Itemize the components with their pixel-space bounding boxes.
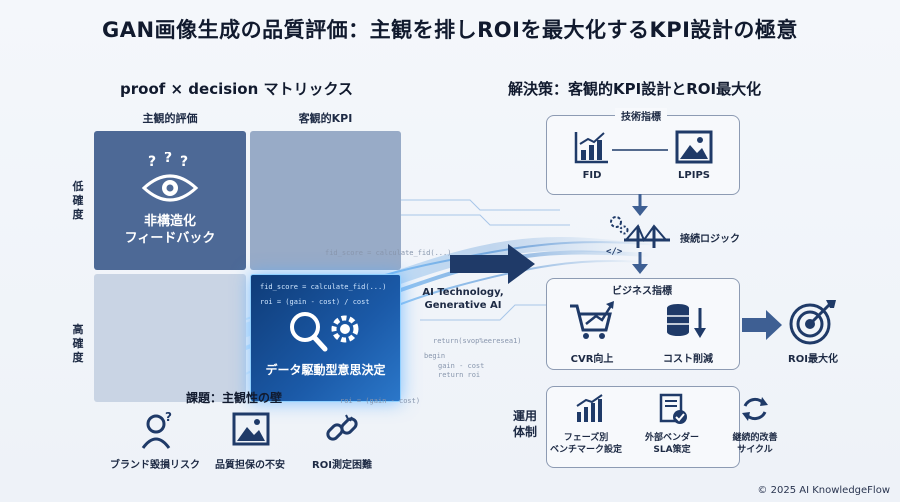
mid-code-1: return(svop%eeresea1) [433, 337, 522, 345]
picture-icon [675, 130, 713, 164]
svg-text:?: ? [164, 152, 172, 166]
ops-benchmark-label: フェーズ別ベンチマーク設定 [549, 433, 622, 455]
broken-link-icon [326, 414, 358, 441]
growth-chart-icon [576, 394, 603, 422]
mid-code-4: return roi [438, 371, 481, 379]
coins-down-icon [667, 304, 706, 338]
down-arrows [632, 194, 648, 274]
solution-heading: 解決策：客観的KPI設計とROI最大化 [508, 80, 762, 98]
svg-text:?: ? [148, 154, 156, 170]
cell4-text: データ駆動型意思決定 [265, 363, 386, 377]
roi-arrow [742, 310, 782, 340]
risk-brand-label: ブランド毀損リスク [110, 460, 200, 471]
ai-technology-label: AI Technology,Generative AI [422, 287, 504, 311]
tech-metrics-box [546, 115, 740, 195]
cart-growth-icon [570, 301, 614, 339]
svg-text:</>: </> [606, 247, 623, 257]
cell4-code-roi: roi = (gain - cost) / cost [260, 298, 370, 306]
matrix-heading: proof × decision マトリックス [120, 80, 354, 98]
ops-box [546, 386, 740, 468]
mid-code-top: fid_score = calculate_fid(...) [325, 249, 452, 257]
person-question-icon: ? [141, 410, 172, 449]
bridge-icon: </> [606, 216, 670, 257]
mid-code-3: gain - cost [438, 362, 485, 370]
bar-chart-icon [574, 132, 608, 164]
biz-metrics-label: ビジネス指標 [606, 282, 678, 297]
row-head-high: 高確度 [72, 323, 84, 364]
cell4-code-fid: fid_score = calculate_fid(...) [260, 283, 387, 291]
cvr-label: CVR向上 [570, 354, 614, 365]
ops-improve-label: 継続的改善サイクル [732, 433, 778, 455]
col-head-subjective: 主観的評価 [142, 112, 198, 125]
challenge-text: 課題：主観性の壁 [186, 391, 283, 405]
document-check-icon [659, 393, 687, 424]
cost-label: コスト削減 [663, 354, 713, 365]
eye-question-icon: ? ? ? [141, 152, 199, 202]
tech-metrics-label: 技術指標 [615, 108, 667, 123]
connect-logic-label: 接続ロジック [680, 234, 740, 245]
tech-connector [612, 149, 668, 151]
page-title: GAN画像生成の品質評価：主観を排しROIを最大化するKPI設計の極意 [102, 18, 798, 42]
cell-subjective-high [94, 274, 246, 402]
refresh-cycle-icon [742, 397, 768, 421]
lpips-label: LPIPS [678, 170, 710, 181]
fid-label: FID [582, 170, 602, 181]
image-icon [232, 412, 270, 446]
risk-quality-label: 品質担保の不安 [215, 460, 285, 471]
cell1-text: 非構造化フィードバック [124, 214, 216, 246]
target-icon [789, 300, 836, 345]
roi-max-label: ROI最大化 [788, 354, 838, 365]
col-head-objective: 客観的KPI [298, 112, 353, 125]
cell-objective-low [250, 131, 401, 270]
risk-roi-label: ROI測定困難 [312, 460, 372, 471]
mid-code-2: begin [424, 352, 446, 360]
ops-label: 運用体制 [512, 409, 537, 439]
row-head-low: 低確度 [72, 180, 84, 221]
svg-text:?: ? [165, 410, 172, 424]
footer-copyright: © 2025 AI KnowledgeFlow [757, 485, 890, 496]
mid-code-5: roi = (gain - cost) [340, 397, 421, 405]
search-gear-icon [290, 312, 359, 352]
cell-data-driven [250, 274, 401, 402]
svg-text:?: ? [180, 154, 188, 170]
